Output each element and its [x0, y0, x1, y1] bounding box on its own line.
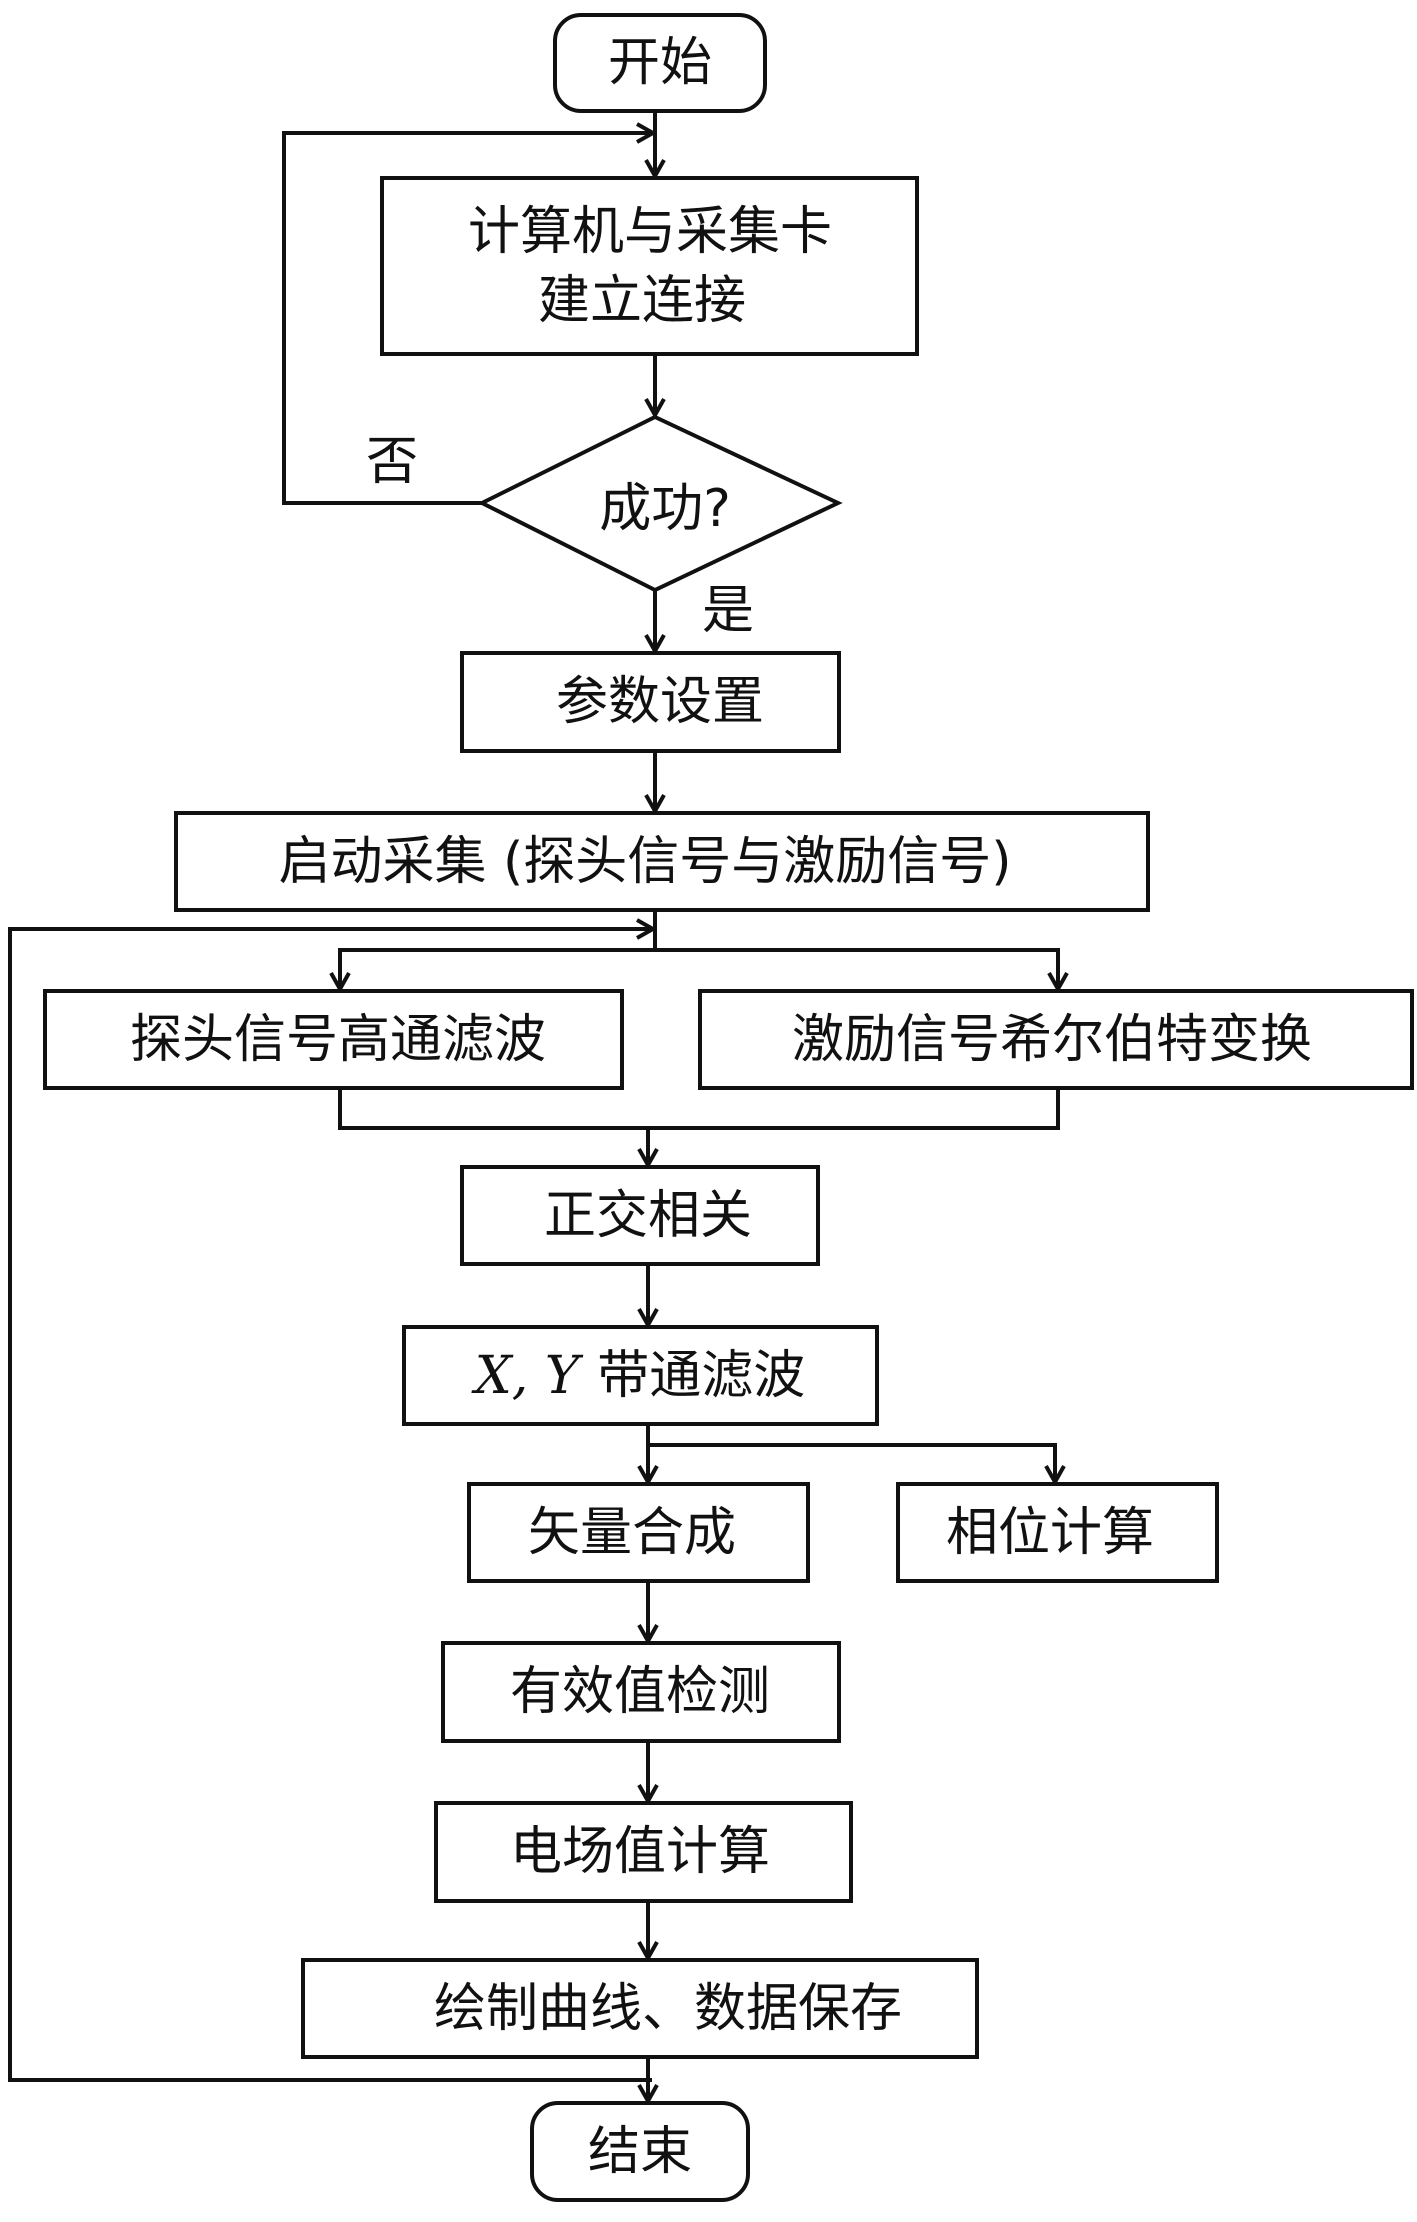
- bandpass-node: X, Y 带通滤波: [402, 1325, 879, 1426]
- acquire-label: 启动采集 (探头信号与激励信号): [278, 832, 1011, 892]
- decision-node: 成功?: [477, 414, 843, 593]
- start-label: 开始: [608, 33, 712, 93]
- connect-label-line1: 计算机与采集卡: [468, 202, 832, 262]
- highpass-label: 探头信号高通滤波: [130, 1010, 546, 1070]
- end-node: 结束: [530, 2101, 750, 2202]
- start-node: 开始: [553, 13, 767, 113]
- params-label: 参数设置: [556, 672, 764, 732]
- line-split: [338, 948, 1060, 989]
- hilbert-label: 激励信号希尔伯特变换: [792, 1010, 1312, 1070]
- field-label: 电场值计算: [510, 1822, 770, 1882]
- hilbert-node: 激励信号希尔伯特变换: [698, 989, 1414, 1090]
- quadrature-node: 正交相关: [460, 1165, 820, 1266]
- arrow-outer-loop: [8, 929, 653, 2082]
- phase-label: 相位计算: [946, 1503, 1154, 1563]
- vector-node: 矢量合成: [467, 1482, 810, 1583]
- arrow-bandpass-to-phase: [648, 1443, 1055, 1482]
- end-label: 结束: [588, 2122, 692, 2182]
- connect-node: 计算机与采集卡 建立连接: [380, 176, 919, 356]
- decision-label: 成功?: [599, 479, 731, 539]
- line-merge: [338, 1088, 1060, 1130]
- field-node: 电场值计算: [434, 1801, 853, 1903]
- save-label: 绘制曲线、数据保存: [434, 1979, 902, 2039]
- no-label: 否: [366, 432, 418, 492]
- bandpass-variables: X, Y: [471, 1346, 584, 1406]
- save-node: 绘制曲线、数据保存: [301, 1958, 979, 2059]
- bandpass-label: 带通滤波: [597, 1346, 805, 1406]
- vector-label: 矢量合成: [528, 1503, 736, 1563]
- arrow-no-loop: [282, 133, 653, 505]
- rms-node: 有效值检测: [441, 1641, 841, 1743]
- yes-label: 是: [702, 581, 754, 641]
- phase-node: 相位计算: [896, 1482, 1219, 1583]
- connectors: [8, 111, 1060, 2101]
- quadrature-label: 正交相关: [544, 1186, 752, 1246]
- highpass-node: 探头信号高通滤波: [43, 989, 624, 1090]
- acquire-node: 启动采集 (探头信号与激励信号): [174, 811, 1150, 912]
- svg-text:X, Y 带通滤波: X, Y 带通滤波: [471, 1346, 805, 1406]
- connect-label-line2: 建立连接: [538, 271, 746, 331]
- params-node: 参数设置: [460, 651, 841, 753]
- rms-label: 有效值检测: [510, 1662, 770, 1722]
